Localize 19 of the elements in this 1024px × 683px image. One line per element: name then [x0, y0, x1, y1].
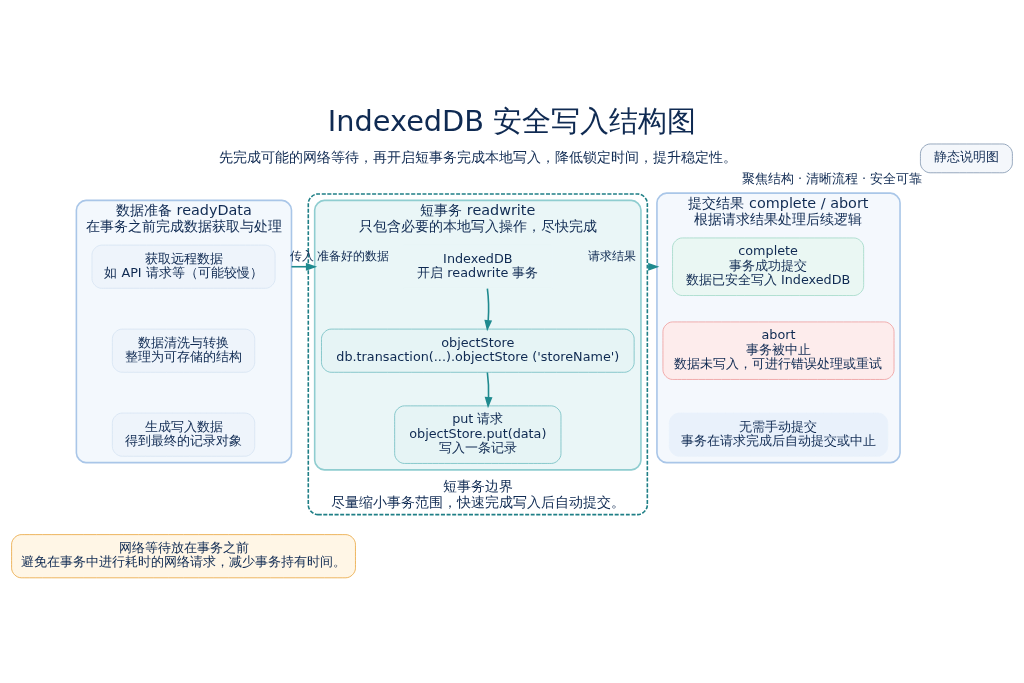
node-box: objectStore db.transaction(...).objectStore ('storeName')	[321, 328, 635, 373]
node-text: IndexedDB 开启 readwrite 事务	[417, 250, 539, 280]
node-box: 数据清洗与转换 整理为可存储的结构	[111, 328, 256, 373]
arrow	[290, 262, 318, 271]
node-box: put 请求 objectStore.put(data) 写入一条记录	[394, 405, 562, 464]
edge-label: 请求结果	[588, 249, 637, 264]
arrow	[484, 287, 493, 332]
arrow	[646, 262, 660, 271]
node-label: 聚焦结构 · 清晰流程 · 安全可靠	[741, 171, 923, 187]
node-box: complete 事务成功提交 数据已安全写入 IndexedDB	[672, 237, 865, 296]
arrow	[484, 371, 493, 409]
node-box: 网络等待放在事务之前 避免在事务中进行耗时的网络请求，减少事务持有时间。	[11, 534, 356, 579]
node-label: 尽量缩小事务范围，快速完成写入后自动提交。	[330, 493, 625, 510]
node-box: 生成写入数据 得到最终的记录对象	[111, 412, 256, 457]
node-box: 静态说明图	[920, 143, 1013, 174]
node-box: 获取远程数据 如 API 请求等（可能较慢）	[91, 244, 276, 289]
diagram-title: IndexedDB 安全写入结构图	[327, 104, 697, 139]
node-box: abort 事务被中止 数据未写入，可进行错误处理或重试	[662, 321, 895, 380]
label: 先完成可能的网络等待，再开启短事务完成本地写入，降低锁定时间，提升稳定性。	[218, 148, 737, 165]
